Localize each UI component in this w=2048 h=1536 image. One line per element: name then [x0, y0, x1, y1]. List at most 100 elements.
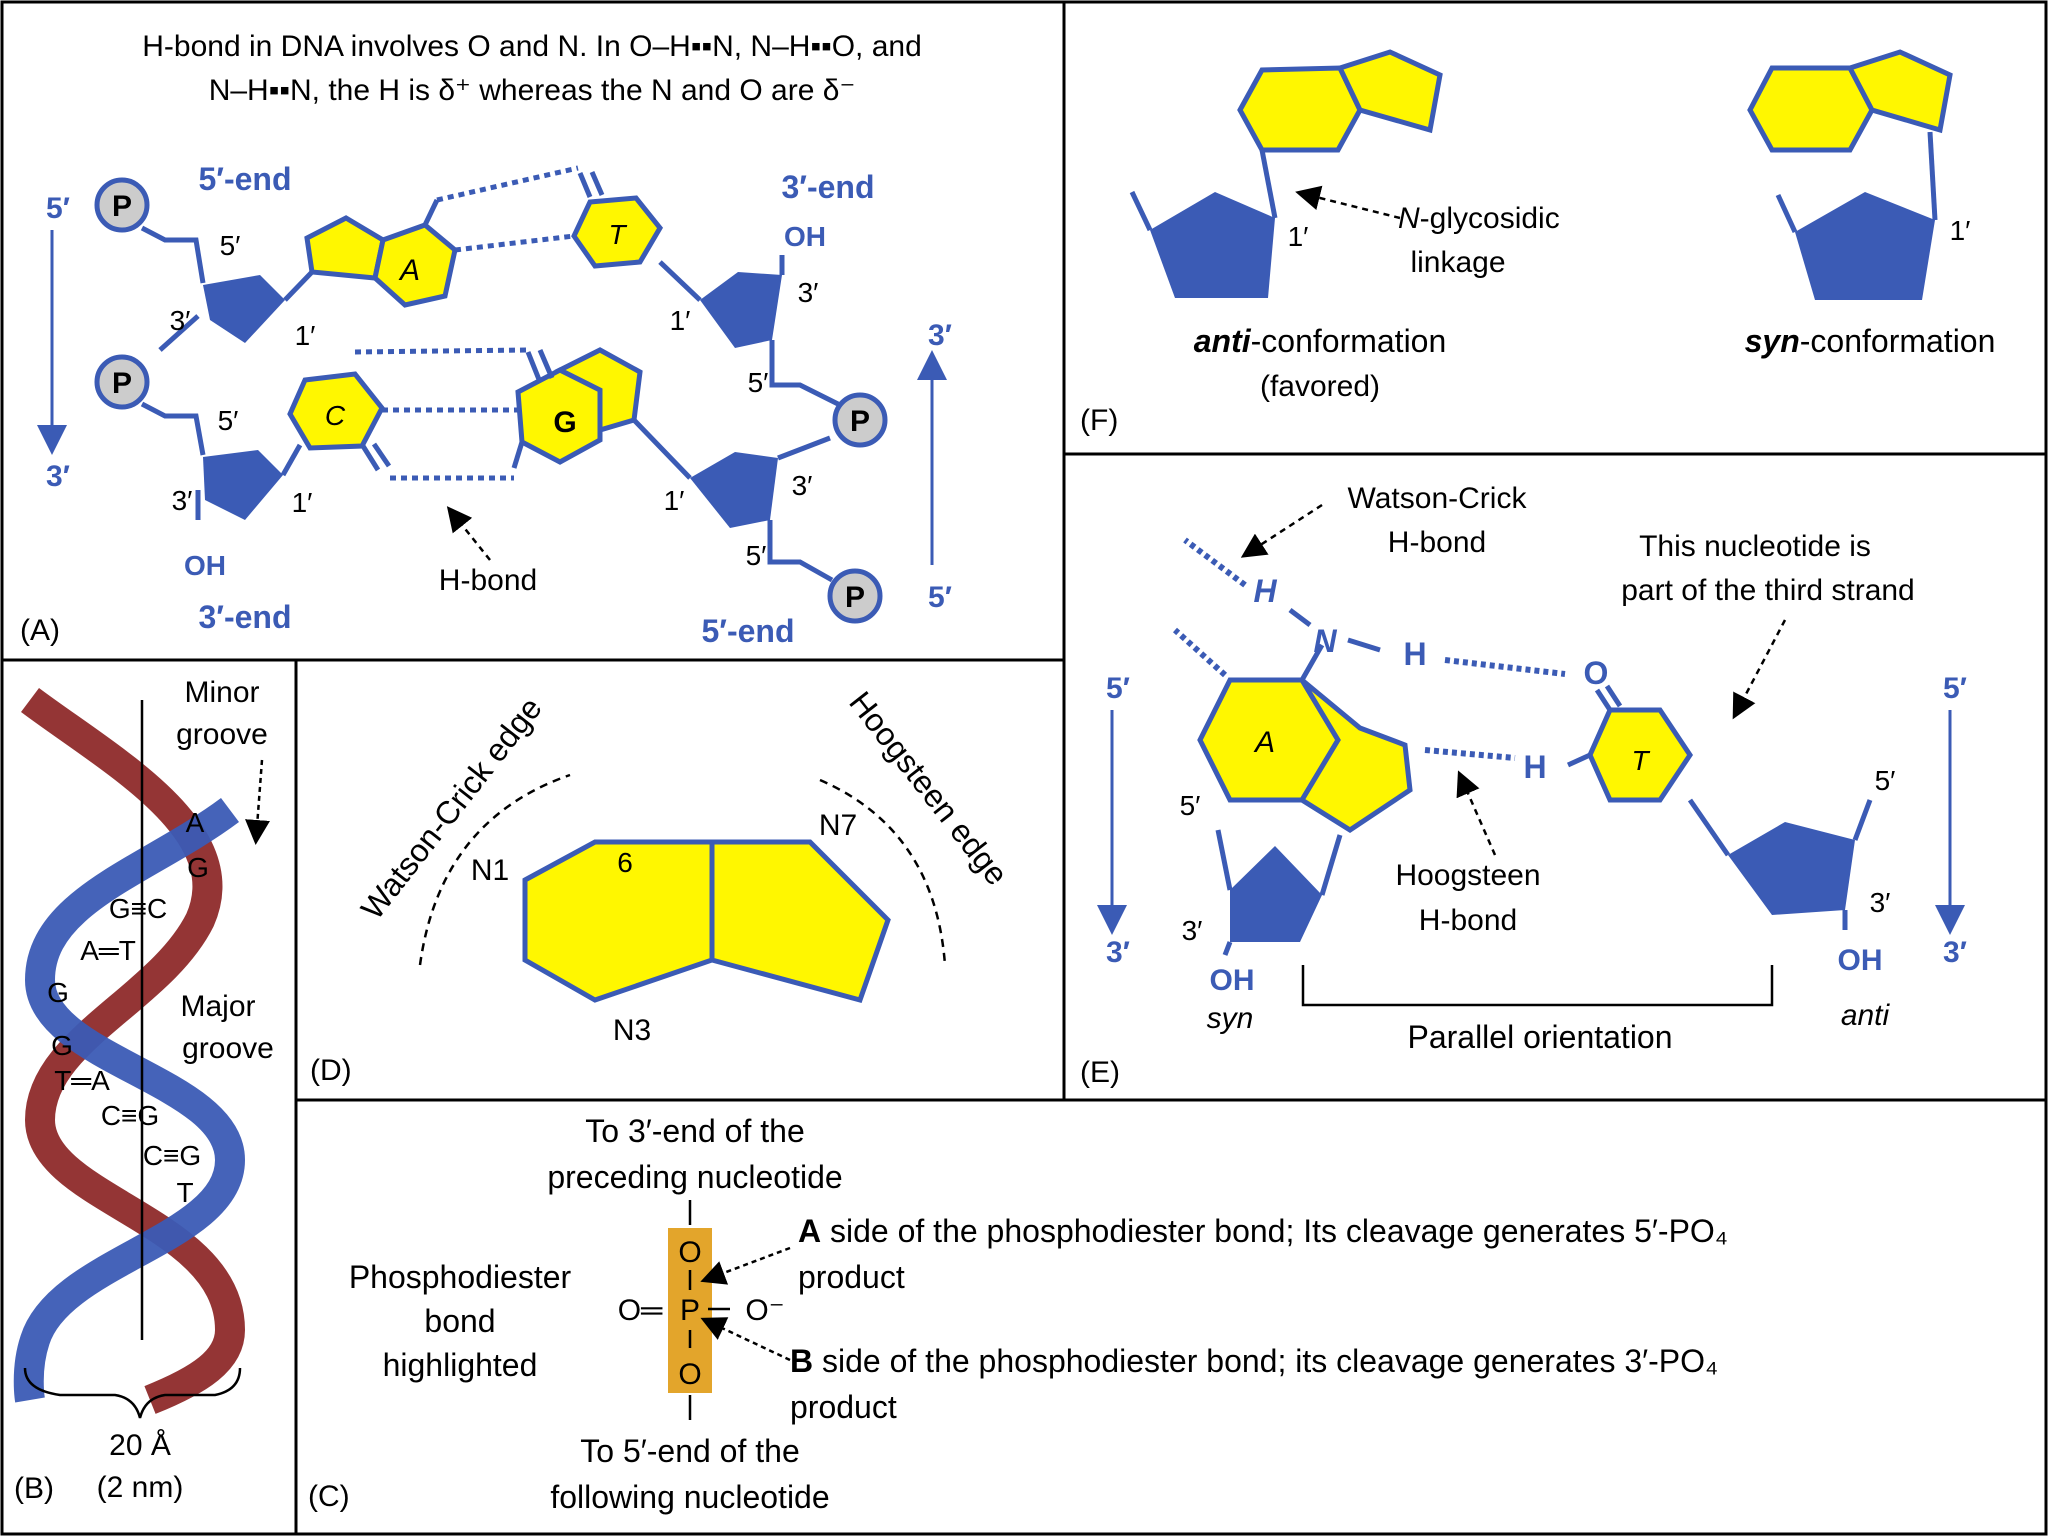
- hbond-label: H-bond: [439, 564, 537, 597]
- svg-text:G≡C: G≡C: [109, 893, 167, 924]
- c-o-top: O: [678, 1236, 701, 1269]
- svg-text:1′: 1′: [664, 485, 685, 516]
- sugar-left-bottom: [203, 450, 283, 520]
- svg-text:5′: 5′: [220, 230, 241, 261]
- base-g-label: G: [553, 406, 576, 439]
- e-hoogsteen-label-2: H-bond: [1419, 904, 1517, 937]
- c-bottom-label-1: To 5′-end of the: [580, 1433, 799, 1469]
- base-a-pentagon: [304, 215, 386, 281]
- n7-label: N7: [819, 809, 857, 842]
- six-label: 6: [617, 847, 633, 878]
- phosphate-group-4: P: [827, 568, 883, 624]
- panel-d: Watson-Crick edge Hoogsteen edge N1 6 N7…: [310, 685, 1015, 1087]
- e-wc-dash-2: [1172, 627, 1228, 678]
- c-p-atom: P: [680, 1294, 700, 1327]
- panel-f-label: (F): [1080, 404, 1118, 437]
- three-prime-end-top-right: 3′-end: [781, 169, 874, 205]
- svg-text:G: G: [47, 977, 69, 1008]
- phosphate-group-2: P: [94, 354, 150, 410]
- hg-edge-arc: [819, 778, 947, 966]
- anti-base-hexagon: [1237, 65, 1363, 153]
- panel-a-caption-line1: H-bond in DNA involves O and N. In O–H▪▪…: [142, 30, 922, 63]
- wc-edge-label: Watson-Crick edge: [354, 690, 549, 926]
- oh-bottom-left: OH: [184, 550, 226, 581]
- svg-text:C≡G: C≡G: [101, 1100, 159, 1131]
- svg-text:1′: 1′: [295, 320, 316, 351]
- e-n-atom: N: [1313, 623, 1337, 659]
- oh-top-right: OH: [784, 221, 826, 252]
- panel-b: A G G≡C A═T G G T═A C≡G C≡G T Minor groo…: [13, 676, 274, 1505]
- hbond-a-t-1: [436, 165, 579, 203]
- e-h-atom-3: H: [1523, 749, 1546, 785]
- e-syn-label: syn: [1207, 1002, 1254, 1035]
- e-anti-label: anti: [1841, 999, 1891, 1032]
- minor-groove-label: groove: [176, 718, 268, 751]
- svg-text:1′: 1′: [292, 487, 313, 518]
- favored-label: (favored): [1260, 370, 1380, 403]
- anti-1prime: 1′: [1288, 221, 1309, 252]
- major-label: Major: [180, 990, 255, 1023]
- c-o-minus: O⁻: [745, 1294, 784, 1327]
- panel-e: 5′ 3′ 5′ 3′ A N H H 5′ 3′ OH syn T O H: [1080, 482, 1967, 1089]
- minor-label: Minor: [184, 676, 259, 709]
- e-watson-crick-label-2: H-bond: [1388, 526, 1486, 559]
- anti-base-pentagon: [1336, 49, 1443, 134]
- svg-text:C≡G: C≡G: [143, 1140, 201, 1171]
- panel-a: H-bond in DNA involves O and N. In O–H▪▪…: [20, 30, 952, 649]
- base-a-label: A: [398, 254, 420, 287]
- phosphodiester-highlight: [668, 1228, 712, 1393]
- e-o-atom: O: [1584, 655, 1609, 691]
- svg-text:3′: 3′: [172, 485, 193, 516]
- e-base-a-label: A: [1253, 726, 1275, 759]
- c-top-label-1: To 3′-end of the: [585, 1113, 804, 1149]
- e-oh-left: OH: [1210, 964, 1255, 997]
- wc-edge-arc: [418, 773, 571, 966]
- svg-text:3′: 3′: [170, 305, 191, 336]
- anti-conformation-label: anti-conformation: [1194, 323, 1447, 359]
- syn-sugar: [1795, 192, 1935, 300]
- panel-d-label: (D): [310, 1054, 352, 1087]
- svg-text:G: G: [51, 1030, 73, 1061]
- e-wc-dash-1: [1183, 537, 1247, 588]
- e-hoogsteen-hbond: [1424, 747, 1516, 761]
- c-left-label-3: highlighted: [383, 1347, 538, 1383]
- glycosidic-label-1: N-glycosidic: [1398, 202, 1560, 235]
- n3-label: N3: [613, 1014, 651, 1047]
- e-h-atom-2: H: [1253, 573, 1277, 609]
- svg-text:1′: 1′: [670, 305, 691, 336]
- three-prime-end-bottom-left: 3′-end: [198, 599, 291, 635]
- e-h-atom-1: H: [1403, 636, 1426, 672]
- e-base-t-label: T: [1631, 745, 1650, 776]
- e-syn-sugar: [1230, 846, 1322, 942]
- svg-text:T: T: [176, 1177, 193, 1208]
- left-arrow-3prime: 3′: [46, 460, 70, 493]
- svg-text:T═A: T═A: [54, 1065, 110, 1096]
- svg-text:G: G: [187, 852, 209, 883]
- width-label-1: 20 Å: [109, 1429, 171, 1462]
- right-arrow-3prime: 3′: [928, 319, 952, 352]
- sugar-right-bottom: [690, 452, 778, 528]
- base-c-hexagon: [287, 371, 385, 451]
- sugar-right-top: [700, 272, 782, 348]
- hbond-a-t-2: [454, 233, 575, 253]
- width-label-2: (2 nm): [97, 1471, 184, 1504]
- purine-pentagon: [709, 839, 891, 1004]
- e-anti-sugar: [1728, 822, 1855, 915]
- svg-text:A═T: A═T: [80, 935, 136, 966]
- svg-text:3′: 3′: [1870, 887, 1891, 918]
- syn-1prime: 1′: [1950, 215, 1971, 246]
- e-right-3prime: 3′: [1943, 936, 1967, 969]
- hbond-c-g-1: [354, 347, 529, 355]
- svg-text:P: P: [112, 367, 132, 400]
- c-top-label-2: preceding nucleotide: [547, 1159, 842, 1195]
- svg-text:5′: 5′: [1180, 790, 1201, 821]
- hg-edge-label: Hoogsteen edge: [842, 685, 1015, 892]
- panel-a-prime-labels: 5′ 3′ 1′ 5′ 3′ 1′ 3′ 1′ 5′ 3′ 1′ 5′: [170, 230, 819, 571]
- e-right-5prime: 5′: [1943, 672, 1967, 705]
- e-third-strand-label-1: This nucleotide is: [1639, 530, 1871, 563]
- c-side-a-product: product: [798, 1259, 905, 1295]
- e-watson-crick-label-1: Watson-Crick: [1348, 482, 1528, 515]
- five-prime-end-bottom-right: 5′-end: [701, 613, 794, 649]
- phosphate-group-3: P: [832, 392, 888, 448]
